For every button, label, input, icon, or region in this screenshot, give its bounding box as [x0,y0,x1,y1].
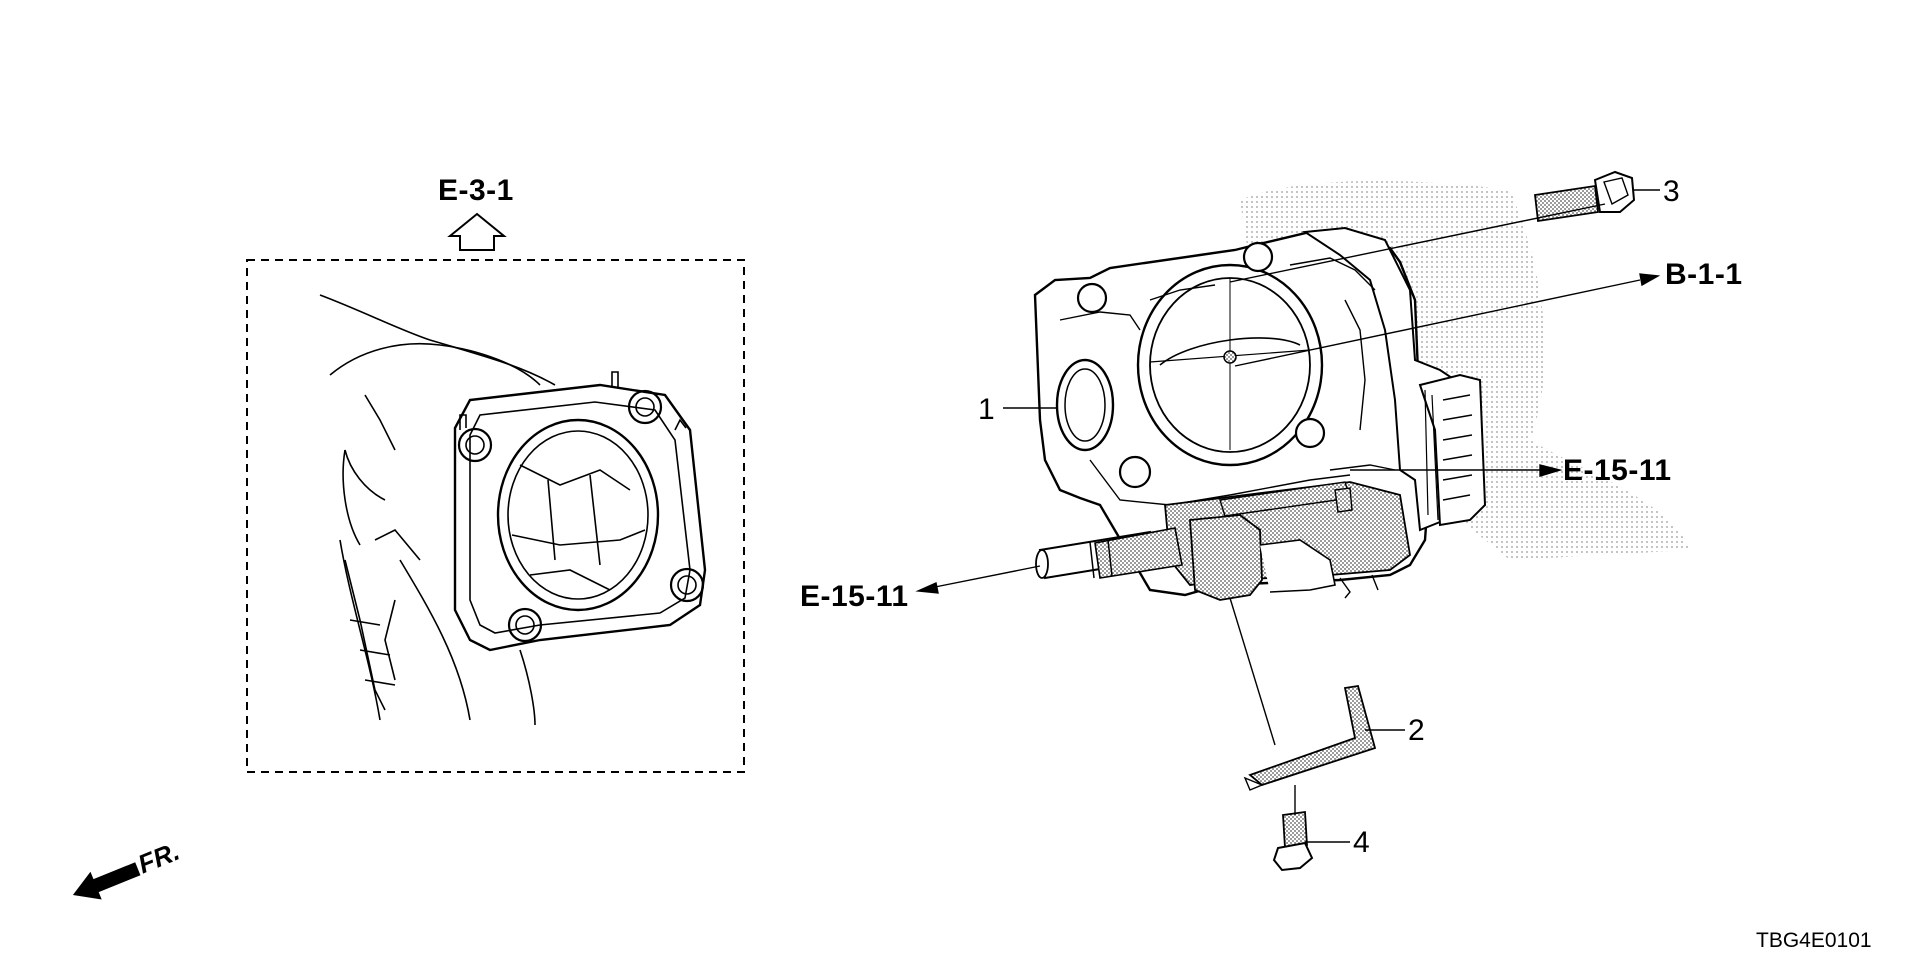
inset-box [246,259,745,773]
leader-lines [915,189,1661,843]
front-direction-label: FR. [134,836,184,880]
diagram-code: TBG4E0101 [1756,929,1872,952]
ref-b-1-1: B-1-1 [1665,258,1743,291]
up-arrow-icon [447,212,507,251]
callout-2: 2 [1408,714,1425,747]
ref-e-15-11-left: E-15-11 [800,580,909,613]
throttle-body-illustration [1033,180,1690,601]
ref-e-15-11-right: E-15-11 [1563,454,1672,487]
callout-1: 1 [978,393,995,426]
callout-3: 3 [1663,175,1680,208]
intake-manifold-illustration [319,294,707,726]
bolt-illustration [1534,170,1636,223]
callout-4: 4 [1353,826,1370,859]
front-direction-arrow-icon [72,862,141,900]
small-bolt-illustration [1272,810,1314,872]
bracket-illustration [1243,684,1377,791]
ref-e-3-1: E-3-1 [438,174,514,207]
